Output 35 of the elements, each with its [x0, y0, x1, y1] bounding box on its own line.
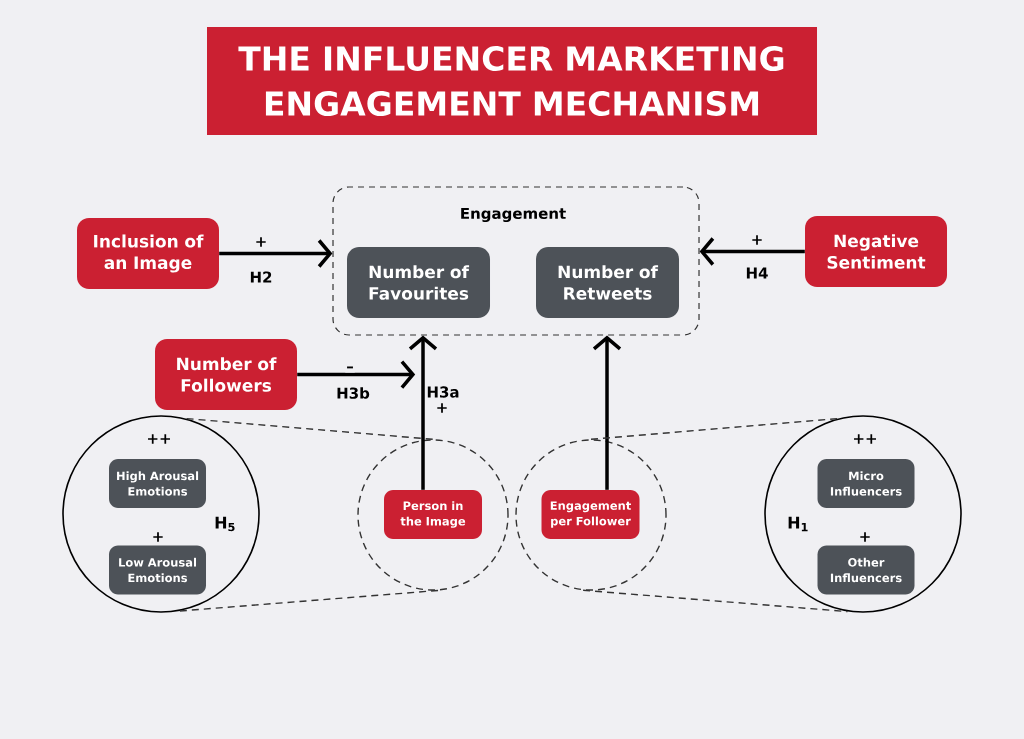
- rounded-box: Other Influencers: [817, 545, 915, 595]
- rounded-box: Person in the Image: [384, 490, 482, 539]
- sign-label: ++: [148, 434, 170, 444]
- hypothesis-label: H$_{1}$: [788, 516, 808, 532]
- hypothesis-label: H$_{5}$: [215, 516, 235, 532]
- edge-label: H3b: [335, 386, 371, 400]
- rounded-box: Negative Sentiment: [805, 216, 947, 287]
- arrow: [408, 335, 438, 490]
- rounded-box: Engagement per Follower: [541, 490, 640, 539]
- rounded-box: Number of Followers: [155, 339, 297, 410]
- edge-label: H3a: [425, 385, 461, 399]
- connector-line: [590, 417, 839, 440]
- dashed-circle: [515, 439, 667, 591]
- sign-label: +: [253, 236, 269, 248]
- rounded-box: Micro Influencers: [817, 459, 915, 508]
- arrow: [297, 360, 416, 389]
- connector-line: [582, 589, 849, 613]
- edge-label: H2: [248, 270, 274, 284]
- title-banner: THE INFLUENCER MARKETING ENGAGEMENT MECHANISM: [207, 27, 817, 135]
- rounded-box: Low Arousal Emotions: [109, 545, 206, 595]
- rounded-box: Number of Retweets: [536, 247, 679, 318]
- sign-label: +: [153, 532, 163, 542]
- sign-label: +: [434, 402, 450, 414]
- group-heading: Engagement: [461, 207, 566, 223]
- sign-label: +: [860, 532, 870, 542]
- arrow: [219, 239, 333, 268]
- rounded-box: High Arousal Emotions: [109, 459, 206, 508]
- rounded-box: Inclusion of an Image: [77, 218, 219, 289]
- sign-label: –: [345, 365, 355, 373]
- arrow: [699, 237, 805, 266]
- arrow: [592, 335, 622, 490]
- rounded-box: Number of Favourites: [347, 247, 490, 318]
- sign-label: +: [749, 234, 765, 246]
- dashed-circle: [357, 439, 509, 591]
- sign-label: ++: [854, 434, 876, 444]
